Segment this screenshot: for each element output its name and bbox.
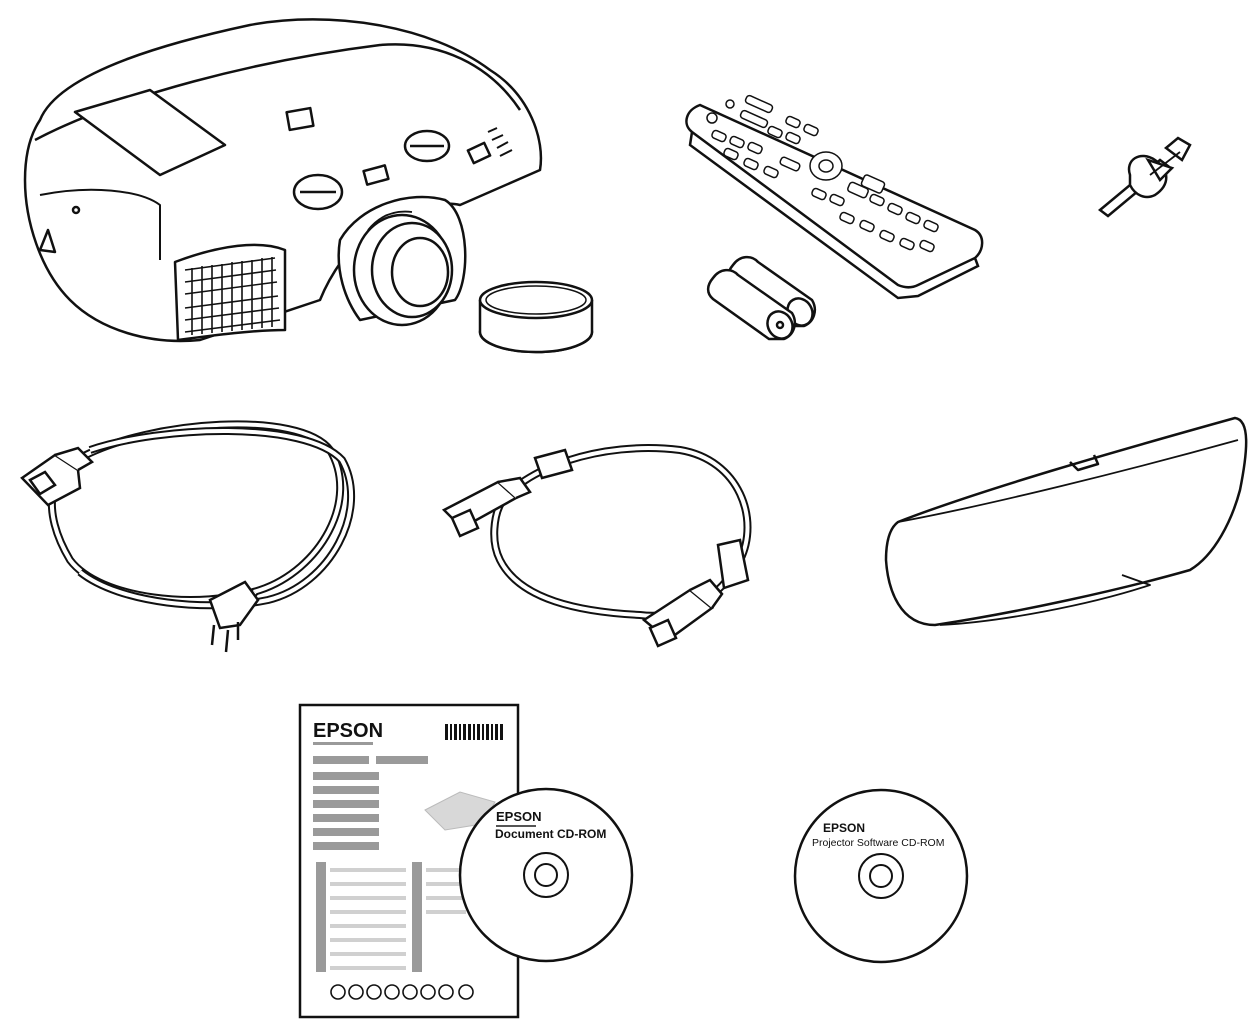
document-cd-brand: EPSON xyxy=(496,809,542,824)
software-cd-title: Projector Software CD-ROM xyxy=(812,837,944,849)
vga-cable-icon xyxy=(441,444,752,648)
aa-batteries-icon xyxy=(706,255,816,341)
guide-brand: EPSON xyxy=(313,720,383,742)
cable-holder-icon xyxy=(1097,136,1192,218)
software-cd-icon: EPSON Projector Software CD-ROM xyxy=(793,788,969,964)
document-cd-icon: EPSON Document CD-ROM xyxy=(458,787,634,963)
barcode-icon xyxy=(445,724,503,740)
cable-cover-icon xyxy=(884,416,1248,627)
document-cd-title: Document CD-ROM xyxy=(495,827,606,841)
projector-icon xyxy=(23,18,543,343)
power-cord-icon xyxy=(20,420,356,653)
remote-control-icon xyxy=(685,94,984,300)
lens-cover-ring-icon xyxy=(478,280,594,354)
quick-setup-guide-icon: EPSON xyxy=(298,703,520,1019)
guide-symbol-icons xyxy=(330,984,474,1000)
software-cd-brand: EPSON xyxy=(823,821,865,835)
